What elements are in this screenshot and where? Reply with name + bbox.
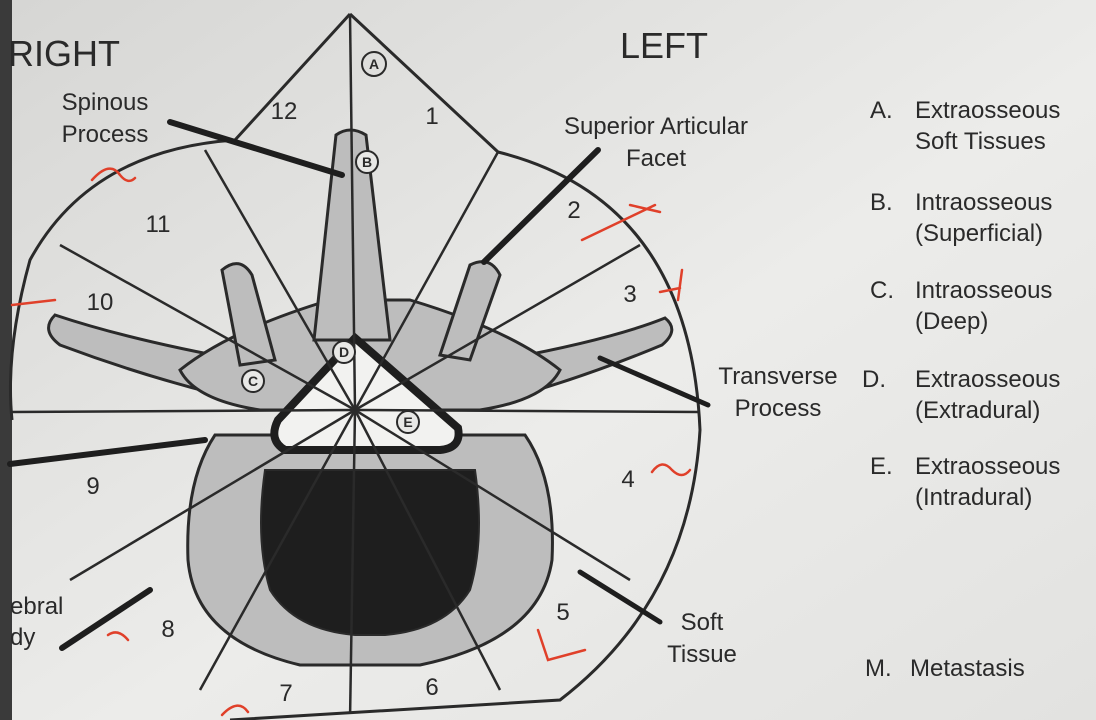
legend-item-m: M. Metastasis	[865, 655, 1025, 682]
legend-line1: Extraosseous	[915, 453, 1060, 480]
region-d-letter: D	[339, 344, 349, 360]
zone-1: 1	[425, 103, 438, 130]
zone-7: 7	[279, 680, 292, 707]
zone-3: 3	[623, 281, 636, 308]
transverse-process-label-line2: Process	[735, 395, 822, 422]
zone-2: 2	[567, 197, 580, 224]
legend-letter: A.	[870, 97, 893, 124]
spinous-process-label-line2: Process	[62, 121, 149, 148]
zone-9: 9	[86, 473, 99, 500]
region-b-letter: B	[362, 154, 372, 170]
soft-tissue-label-line1: Soft	[681, 609, 724, 636]
right-side-heading: RIGHT	[8, 33, 120, 74]
left-side-heading: LEFT	[620, 25, 708, 66]
spinous-process-label-line1: Spinous	[62, 89, 149, 116]
vertebral-body-label-line2: dy	[10, 624, 35, 651]
zone-10: 10	[87, 289, 114, 316]
legend-letter: E.	[870, 453, 893, 480]
region-d-marker: D	[333, 341, 355, 363]
zone-12: 12	[271, 98, 298, 125]
vertebral-body-marrow	[261, 470, 479, 635]
zone-8: 8	[161, 616, 174, 643]
legend-line2: (Superficial)	[915, 220, 1043, 247]
legend-letter: M.	[865, 655, 892, 682]
region-e-marker: E	[397, 411, 419, 433]
zone-11: 11	[146, 211, 171, 238]
legend-line1: Extraosseous	[915, 97, 1060, 124]
region-e-letter: E	[403, 414, 412, 430]
legend-line2: (Extradural)	[915, 397, 1040, 424]
region-b-marker: B	[356, 151, 378, 173]
zone-4: 4	[621, 466, 634, 493]
soft-tissue-label-line2: Tissue	[667, 641, 737, 668]
legend-letter: B.	[870, 189, 893, 216]
zone-6: 6	[425, 674, 438, 701]
region-c-letter: C	[248, 373, 258, 389]
legend-line1: Extraosseous	[915, 366, 1060, 393]
legend-line1: Intraosseous	[915, 189, 1052, 216]
legend-line2: (Deep)	[915, 308, 988, 335]
superior-articular-facet-label-line2: Facet	[626, 145, 686, 172]
legend-line1: Intraosseous	[915, 277, 1052, 304]
superior-articular-facet-label-line1: Superior Articular	[564, 113, 748, 140]
region-c-marker: C	[242, 370, 264, 392]
zone-5: 5	[556, 599, 569, 626]
region-a-letter: A	[369, 56, 379, 72]
legend-letter: D.	[862, 366, 886, 393]
transverse-process-label-line1: Transverse	[718, 363, 837, 390]
vertebral-body-label-line1: ebral	[10, 593, 63, 620]
legend-line1: Metastasis	[910, 655, 1025, 682]
legend-line2: Soft Tissues	[915, 128, 1046, 155]
legend-letter: C.	[870, 277, 894, 304]
legend-line2: (Intradural)	[915, 484, 1032, 511]
